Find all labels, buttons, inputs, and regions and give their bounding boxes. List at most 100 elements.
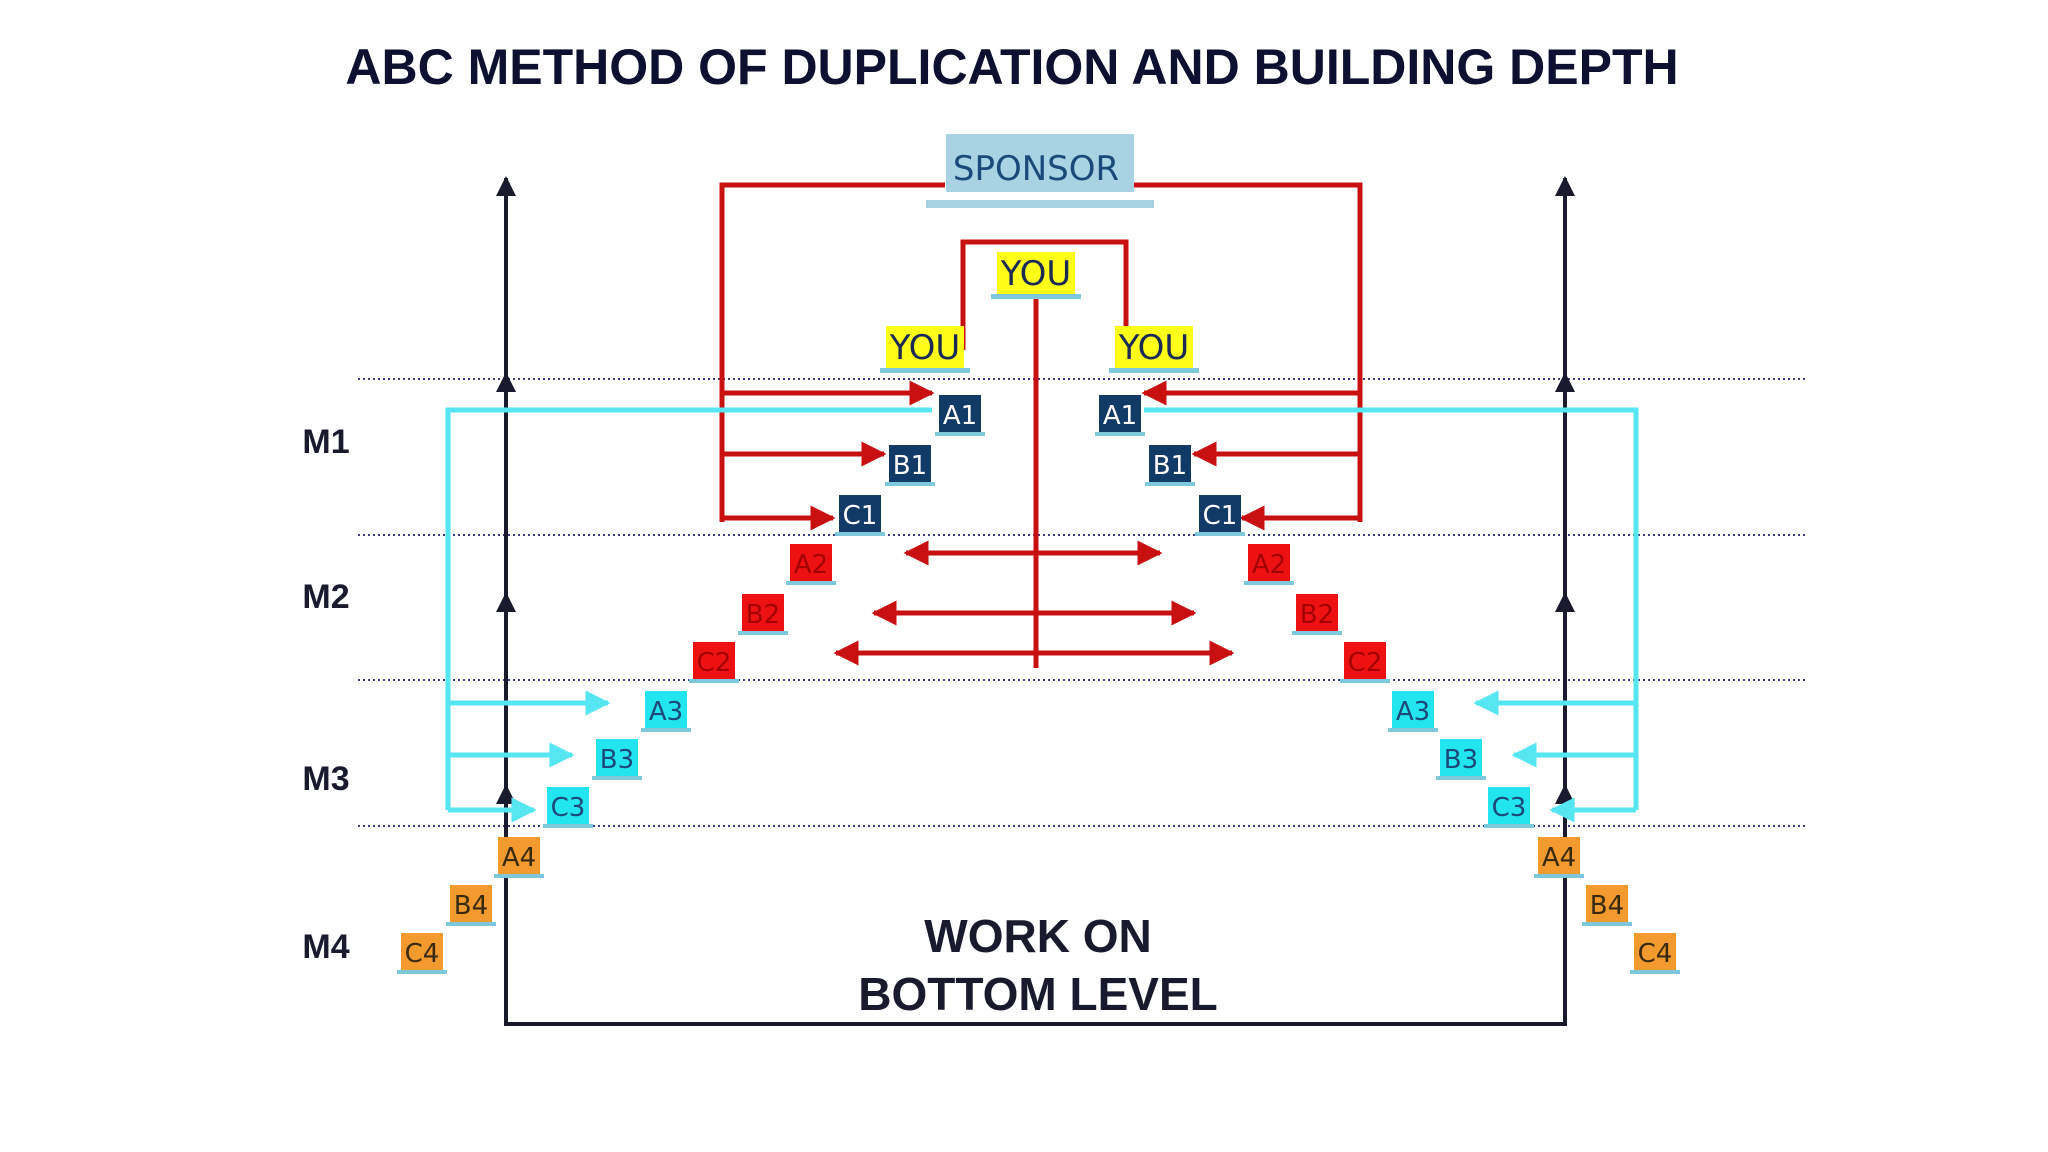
level-label-m3: M3 bbox=[302, 760, 349, 798]
node-box-base bbox=[1630, 970, 1680, 974]
footer-caption: WORK ON BOTTOM LEVEL bbox=[858, 910, 1218, 1020]
you-nodes: YOU YOU YOU bbox=[880, 252, 1199, 373]
node-label: A4 bbox=[502, 843, 536, 873]
cyan-left-loop bbox=[445, 407, 932, 810]
node-label: C1 bbox=[1203, 501, 1238, 531]
node-box bbox=[498, 837, 540, 874]
right-node-c4: C4 bbox=[1630, 933, 1680, 974]
node-label: B4 bbox=[1590, 891, 1624, 921]
left-node-a4: A4 bbox=[494, 837, 544, 878]
right-node-a1: A1 bbox=[1095, 395, 1145, 436]
node-box-base bbox=[543, 824, 593, 828]
right-node-b3: B3 bbox=[1436, 739, 1486, 780]
node-box bbox=[889, 445, 931, 482]
you-label: YOU bbox=[889, 328, 961, 368]
node-box-base bbox=[1244, 581, 1294, 585]
level-labels: M1 M2 M3 M4 bbox=[302, 423, 349, 966]
left-node-a3: A3 bbox=[641, 691, 691, 732]
node-label: A3 bbox=[1396, 697, 1430, 727]
node-label: B1 bbox=[1153, 451, 1187, 481]
left-node-a1: A1 bbox=[935, 395, 985, 436]
sponsor-box-base bbox=[926, 200, 1154, 208]
node-box bbox=[1488, 787, 1530, 824]
node-label: A2 bbox=[1252, 550, 1286, 580]
node-box-base bbox=[1582, 922, 1632, 926]
diagram-title: ABC METHOD OF DUPLICATION AND BUILDING D… bbox=[345, 39, 1678, 95]
node-label: A1 bbox=[1103, 401, 1137, 431]
node-label: A2 bbox=[794, 550, 828, 580]
node-box bbox=[1344, 642, 1386, 679]
right-node-c2: C2 bbox=[1340, 642, 1390, 683]
left-node-c4: C4 bbox=[397, 933, 447, 974]
level-label-m1: M1 bbox=[302, 423, 349, 461]
node-label: C3 bbox=[1492, 793, 1527, 823]
node-box-base bbox=[786, 581, 836, 585]
node-box bbox=[790, 544, 832, 581]
footer-line-2: BOTTOM LEVEL bbox=[858, 968, 1218, 1020]
left-node-b4: B4 bbox=[446, 885, 496, 926]
node-box bbox=[839, 495, 881, 532]
node-box bbox=[1296, 594, 1338, 631]
node-label: B3 bbox=[1444, 745, 1478, 775]
node-label: B2 bbox=[1300, 600, 1334, 630]
node-label: C2 bbox=[697, 648, 732, 678]
sponsor-box bbox=[946, 134, 1134, 192]
left-node-c2: C2 bbox=[689, 642, 739, 683]
node-label: C2 bbox=[1348, 648, 1383, 678]
node-box bbox=[1248, 544, 1290, 581]
node-box-base bbox=[1484, 824, 1534, 828]
node-box-base bbox=[494, 874, 544, 878]
node-box bbox=[596, 739, 638, 776]
node-box bbox=[450, 885, 492, 922]
node-box bbox=[939, 395, 981, 432]
you-box-base bbox=[880, 368, 970, 373]
node-label: C1 bbox=[843, 501, 878, 531]
node-label: B1 bbox=[893, 451, 927, 481]
right-node-c3: C3 bbox=[1484, 787, 1534, 828]
sponsor-label: SPONSOR bbox=[953, 149, 1119, 189]
node-box bbox=[1634, 933, 1676, 970]
node-box bbox=[1199, 495, 1241, 532]
red-connectors bbox=[719, 182, 1363, 668]
node-label: A3 bbox=[649, 697, 683, 727]
node-box bbox=[742, 594, 784, 631]
node-box bbox=[1149, 445, 1191, 482]
level-separators bbox=[358, 378, 1806, 827]
you-box-base bbox=[991, 294, 1081, 299]
node-box-base bbox=[397, 970, 447, 974]
left-node-b2: B2 bbox=[738, 594, 788, 635]
left-node-b3: B3 bbox=[592, 739, 642, 780]
red-you-bracket bbox=[960, 239, 1129, 350]
you-box bbox=[997, 252, 1075, 294]
cyan-connectors bbox=[445, 407, 1639, 823]
node-box-base bbox=[738, 631, 788, 635]
right-node-b2: B2 bbox=[1292, 594, 1342, 635]
node-label: C4 bbox=[405, 939, 440, 969]
right-node-a4: A4 bbox=[1534, 837, 1584, 878]
node-box-base bbox=[885, 482, 935, 486]
node-label: A4 bbox=[1542, 843, 1576, 873]
level-label-m2: M2 bbox=[302, 578, 349, 616]
right-node-c1: C1 bbox=[1195, 495, 1245, 536]
you-box bbox=[1115, 326, 1193, 368]
node-box bbox=[1538, 837, 1580, 874]
node-box-base bbox=[1292, 631, 1342, 635]
left-node-c3: C3 bbox=[543, 787, 593, 828]
node-box bbox=[645, 691, 687, 728]
left-node-c1: C1 bbox=[835, 495, 885, 536]
you-label: YOU bbox=[1000, 254, 1072, 294]
node-box-base bbox=[835, 532, 885, 536]
node-box-base bbox=[1534, 874, 1584, 878]
node-box-base bbox=[689, 679, 739, 683]
node-box-base bbox=[592, 776, 642, 780]
node-box-base bbox=[1145, 482, 1195, 486]
right-branch-nodes: A1 B1 C1 A2 B2 C2 A3 B3 C3 A4 B4 C4 bbox=[1095, 395, 1680, 974]
node-label: B2 bbox=[746, 600, 780, 630]
node-label: C3 bbox=[551, 793, 586, 823]
node-box-base bbox=[1388, 728, 1438, 732]
right-node-b1: B1 bbox=[1145, 445, 1195, 486]
you-node-right: YOU bbox=[1109, 326, 1199, 373]
left-branch-nodes: A1 B1 C1 A2 B2 C2 A3 B3 C3 A4 B4 C4 bbox=[397, 395, 985, 974]
node-box-base bbox=[446, 922, 496, 926]
